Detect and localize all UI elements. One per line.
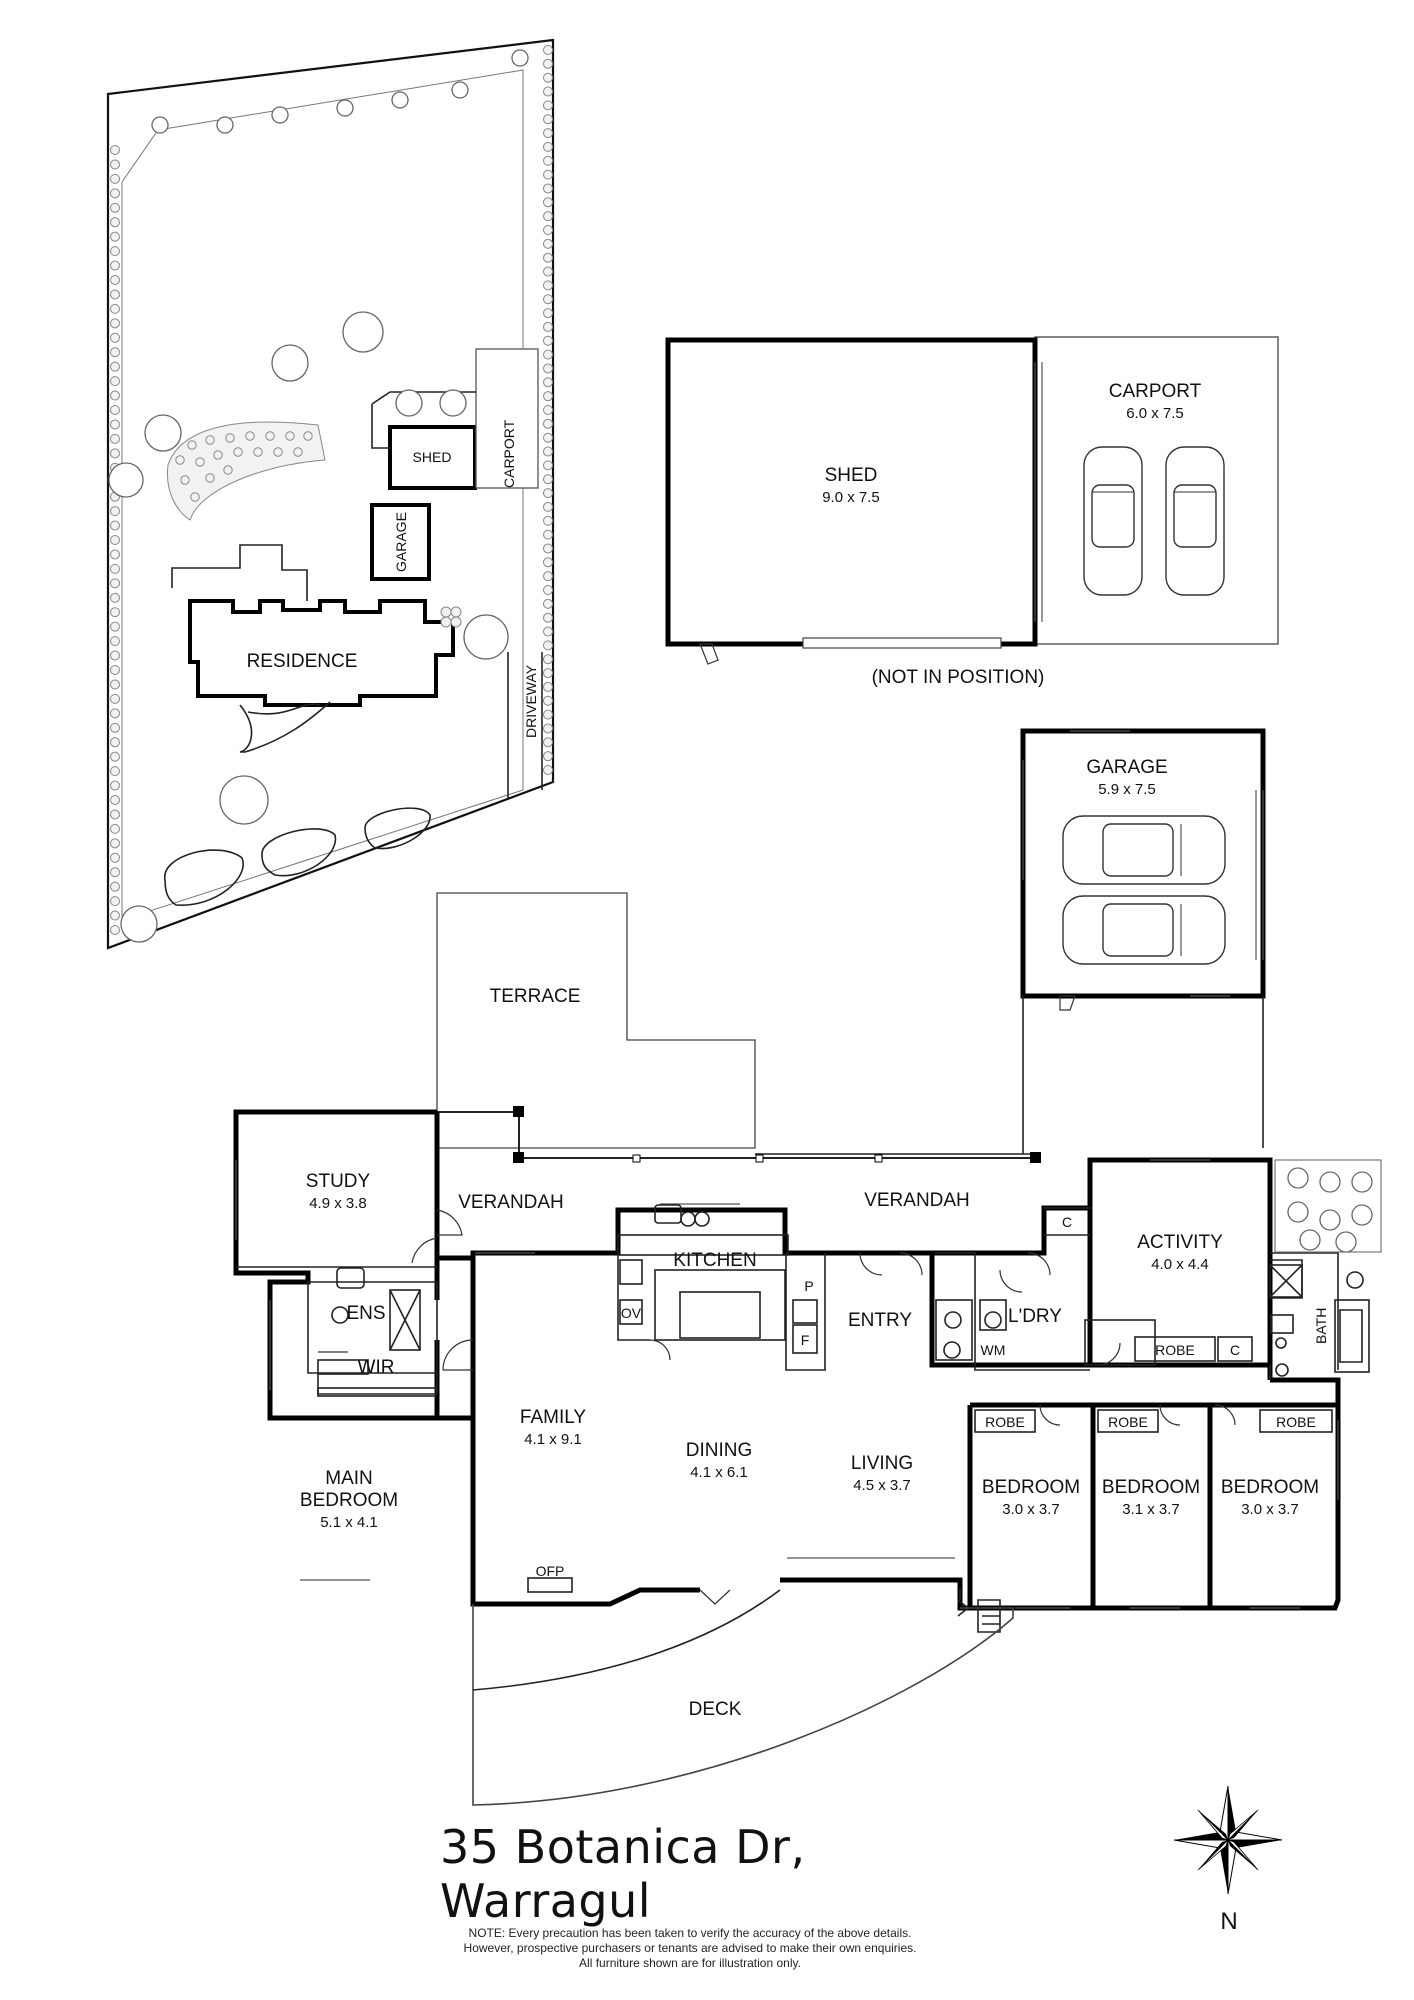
ov-label: OV [621,1305,642,1321]
site-garage-label: GARAGE [393,512,409,572]
house-windows [235,1159,1339,1609]
ofp-label: OFP [536,1563,565,1579]
property-address: 35 Botanica Dr, Warragul [440,1820,806,1928]
ens-label: ENS [346,1303,385,1324]
garage-dim: 5.9 x 7.5 [1098,781,1156,798]
bedroom3-robe-label: ROBE [1276,1414,1316,1430]
terrace [436,892,756,1149]
living-label: LIVING [851,1453,913,1474]
note-line: NOTE: Every precaution has been taken to… [468,1926,912,1940]
study-dim: 4.9 x 3.8 [309,1195,367,1212]
main-bedroom-label-1: MAIN [325,1468,373,1489]
study-label: STUDY [306,1171,371,1192]
site-boundary [106,38,555,950]
main-bedroom-label-2: BEDROOM [300,1490,398,1511]
boundary-shrubs [110,45,553,935]
dining-dim: 4.1 x 6.1 [690,1464,748,1481]
bedroom3-dim: 3.0 x 3.7 [1241,1501,1299,1518]
bedroom1-dim: 3.0 x 3.7 [1002,1501,1060,1518]
site-residence-label: RESIDENCE [247,651,358,672]
main-bedroom-dim: 5.1 x 4.1 [320,1514,378,1531]
shed-carport: SHED 9.0 x 7.5 CARPORT 6.0 x 7.5 (NOT IN… [665,336,1279,688]
family-dim: 4.1 x 9.1 [524,1431,582,1448]
site-shed [388,425,477,490]
living-dim: 4.5 x 3.7 [853,1477,911,1494]
kitchen-label: KITCHEN [673,1250,756,1271]
bedroom1-robe-label: ROBE [985,1414,1025,1430]
disclaimer-note: NOTE: Every precaution has been taken to… [380,1926,1000,1971]
verandah-right-label: VERANDAH [864,1190,970,1211]
bed-shrubs [175,431,313,502]
note-line: However, prospective purchasers or tenan… [463,1941,917,1955]
site-shed-label: SHED [413,449,452,465]
house-doors [318,1209,1236,1605]
main-house: TERRACE VERANDAH VERANDAH [233,892,1382,1806]
family-label: FAMILY [520,1407,586,1428]
cupboard-label-1: C [1062,1214,1072,1230]
wir-label: WIR [358,1357,395,1378]
site-inner-boundary [121,69,524,921]
bedroom2-robe-label: ROBE [1108,1414,1148,1430]
pantry-label: P [804,1278,813,1294]
site-residence [188,599,455,707]
fridge-label: F [801,1332,810,1348]
activity-dim: 4.0 x 4.4 [1151,1256,1209,1273]
house-fixtures [317,1204,1370,1633]
activity-label: ACTIVITY [1137,1232,1223,1253]
activity-garden [1274,1159,1382,1253]
garage: GARAGE 5.9 x 7.5 [1020,728,1266,1011]
north-label: N [1220,1908,1238,1935]
site-driveway-label: DRIVEWAY [523,664,539,738]
garage-label: GARAGE [1086,757,1167,778]
terrace-label: TERRACE [490,986,581,1007]
garage-cars [1062,815,1226,965]
shed-dim: 9.0 x 7.5 [822,489,880,506]
carport-cars [1083,446,1225,596]
not-in-position-label: (NOT IN POSITION) [872,667,1045,688]
bedroom2-label: BEDROOM [1102,1477,1200,1498]
laundry-label: L'DRY [1008,1306,1062,1327]
verandah-left-label: VERANDAH [458,1192,564,1213]
deck [472,1604,1014,1806]
site-carport [475,348,539,489]
north-compass-icon [1173,1785,1283,1895]
carport-area [1034,336,1279,645]
bath-label: BATH [1313,1308,1329,1344]
site-plan: SHED CARPORT GARAGE RESIDENCE DRIVEWAY [106,38,555,950]
cupboard-label-2: C [1230,1342,1240,1358]
carport-dim: 6.0 x 7.5 [1126,405,1184,422]
bedroom2-dim: 3.1 x 3.7 [1122,1501,1180,1518]
wm-label: WM [981,1342,1006,1358]
entry-label: ENTRY [848,1310,912,1331]
bedroom1-label: BEDROOM [982,1477,1080,1498]
bedroom3-label: BEDROOM [1221,1477,1319,1498]
note-line: All furniture shown are for illustration… [579,1956,801,1970]
deck-label: DECK [689,1699,742,1720]
dining-label: DINING [686,1440,753,1461]
house-exterior-wall [233,1109,1341,1611]
shed-label: SHED [825,465,878,486]
carport-label: CARPORT [1109,381,1202,402]
activity-robe-label: ROBE [1155,1342,1195,1358]
site-garage [370,503,431,581]
site-carport-label: CARPORT [501,419,517,488]
